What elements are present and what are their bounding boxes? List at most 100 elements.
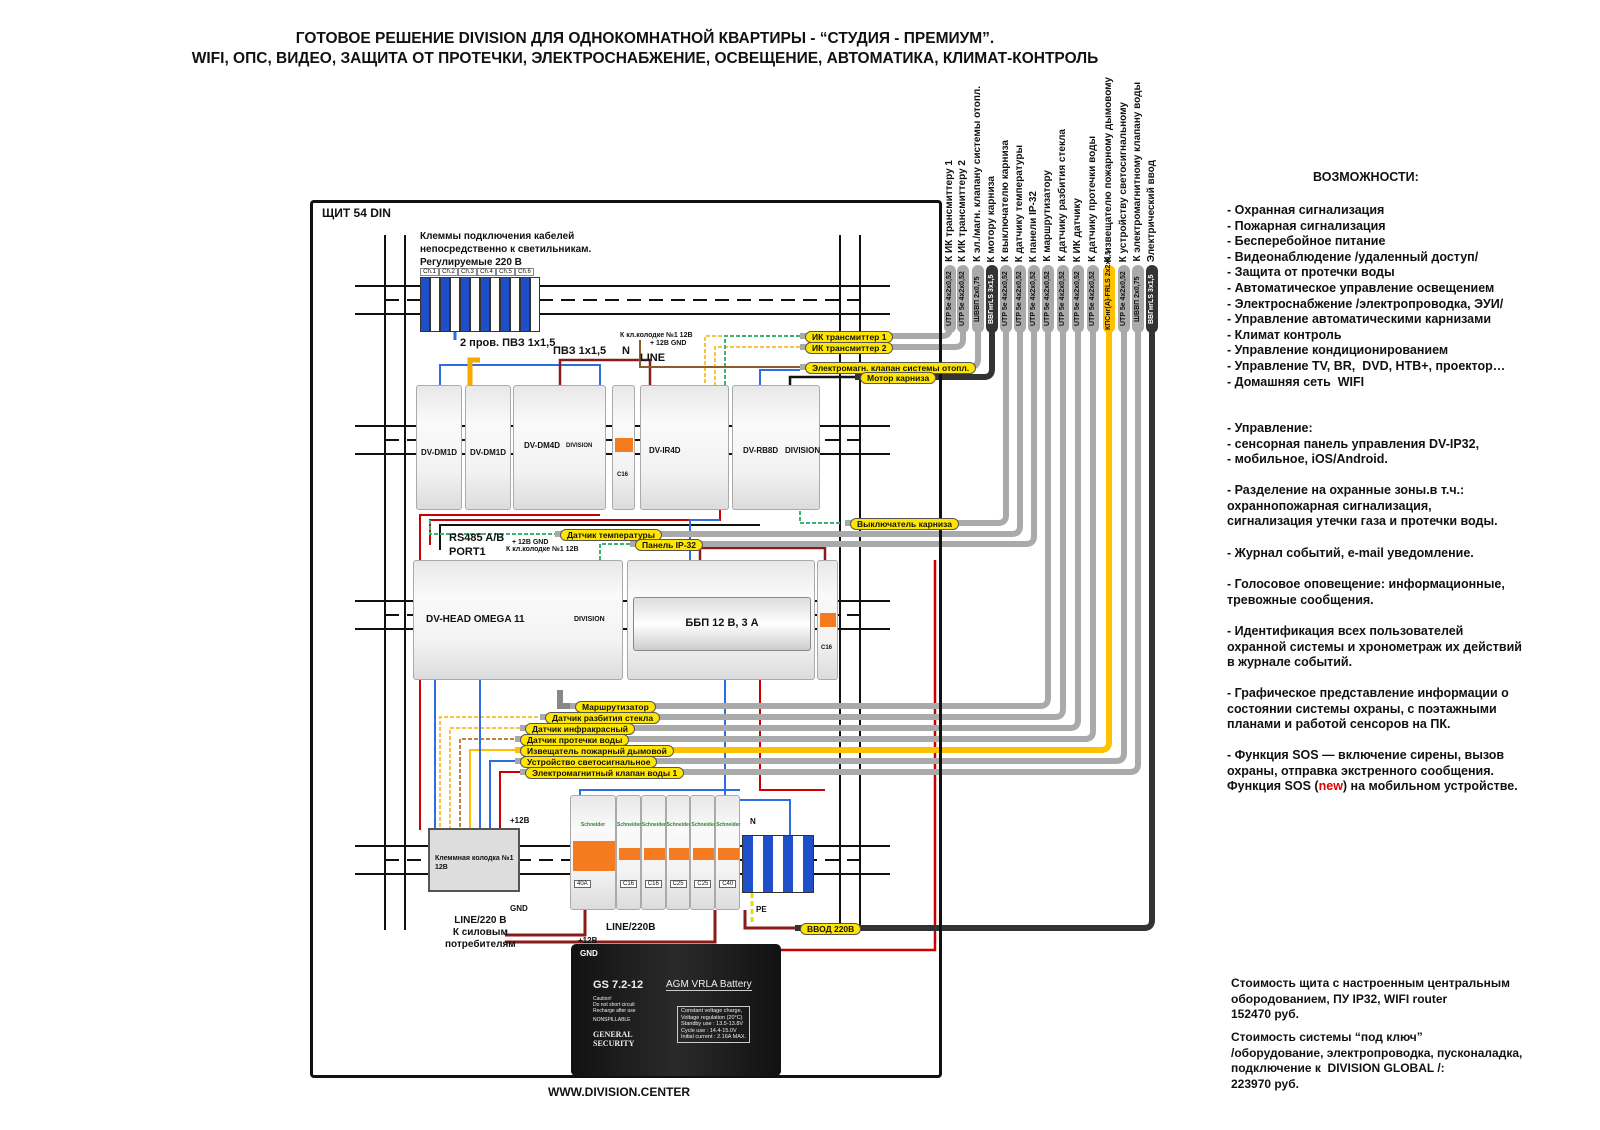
module-dm1d-a: DV-DM1D [416,385,462,510]
breaker-lever[interactable] [718,848,739,860]
wire [724,335,800,385]
price-panel: Стоимость щита с настроенным центральным… [1231,976,1510,1022]
battery-plus-label: +12В [578,936,598,945]
cable-spec: ВВГнгLS 3x1,5 [1146,265,1158,333]
cable-destination: К устройству светосигнальному [1118,101,1129,262]
features-graphic: - Графическое представление информации о… [1227,686,1509,732]
cable [540,330,1066,720]
breaker-rating: C40 [719,880,737,888]
rs485-label: RS485 A/B [449,532,505,544]
n-pe-bus [742,835,814,893]
brand-logo: DIVISION [566,443,593,449]
breaker-brand: Schneider [666,822,691,828]
wire [505,910,587,937]
wire [599,543,630,560]
port1-label: PORT1 [449,546,486,558]
wire [759,369,800,385]
battery-model: GS 7.2-12 [593,979,644,991]
breaker-lever[interactable] [668,848,690,860]
pv3-label: ПВЗ 1x1,5 [553,345,607,357]
cable-label: Мотор карниза [860,372,937,384]
cable-label: ВВОД 220В [800,923,862,935]
light-terminal [510,277,520,332]
cable-destination: К мотору карниза [986,175,997,262]
module-name: ББП 12 В, 3 А [685,617,759,629]
light-terminal [460,277,470,332]
module-ir4d: DV-IR4D [640,385,729,510]
breaker-lever[interactable] [619,848,640,860]
channel-label: Ch.5 [496,268,515,276]
breaker-lever[interactable] [693,848,715,860]
channel-label: Ch.1 [420,268,439,276]
module-name: DV-IR4D [649,446,681,455]
features-zones: - Разделение на охранные зоны.в т.ч.: ох… [1227,483,1498,529]
wire [743,910,800,930]
breaker-top: C16 [612,385,635,510]
cable-label: Электромагнитный клапан воды 1 [525,767,685,779]
breaker-lever[interactable] [820,613,836,627]
cable-spec: UTP 5e 4x2x0,52 [957,265,969,333]
breaker-brand: Schneider [641,822,666,828]
wire [505,910,717,944]
cable-destination: К ИК датчику [1072,197,1083,262]
breaker-rating: C16 [617,472,629,478]
terminals-note: Клеммы подключения кабелей непосредствен… [420,230,591,269]
cable-destination: К маршрутизатору [1042,170,1053,262]
plus12-gnd-mid: + 12В GND [512,539,549,546]
plus12-label: +12В [510,816,530,825]
channel-label: Ch.6 [515,268,534,276]
wire [489,760,515,830]
features-control: - Управление: - сенсорная панель управле… [1227,421,1480,467]
cable-destination: К эл./магн. клапану системы отопл. [972,86,983,262]
wire [788,375,870,385]
wire [558,358,652,385]
cable-spec: UTP 5e 4x2x0,52 [1087,265,1099,333]
terminals-note-line: Клеммы подключения кабелей [420,231,575,242]
features-ident: - Идентификация всех пользователей охран… [1227,624,1522,670]
features-voice: - Голосовое оповещение: информационные, … [1227,577,1505,607]
light-terminal [530,277,540,332]
cable-label: Датчик температуры [560,529,663,541]
cable-destination: К датчику разбития стекла [1057,129,1068,262]
wire [799,505,840,524]
cable-destination: К датчику температуры [1014,144,1025,262]
wire [639,340,800,368]
module-dm1d-b: DV-DM1D [465,385,511,510]
channel-label: Ch.3 [458,268,477,276]
channel-label: Ch.2 [439,268,458,276]
brand-logo: DIVISION [574,616,605,623]
light-terminal [500,277,510,332]
battery-gnd-label: GND [580,949,598,958]
title-line-2: WIFI, ОПС, ВИДЕО, ЗАЩИТА ОТ ПРОТЕЧКИ, ЭЛ… [191,50,1099,67]
wire [439,524,760,550]
module-name: DV-HEAD OMEGA 11 [426,614,525,625]
module-ups: ББП 12 В, 3 А [627,560,815,680]
breaker-rating: C16 [821,645,833,651]
wire [698,546,827,560]
cable [800,330,966,350]
cable-spec: UTP 5e 4x2x0,52 [1118,265,1130,333]
module-name: DV-RB8D [743,446,779,455]
breaker-lever[interactable] [643,848,665,860]
cable [515,330,1127,764]
new-badge: new [1318,779,1343,793]
cable-spec: UTP 5e 4x2x0,52 [1042,265,1054,333]
light-terminal [430,277,440,332]
cable-spec: UTP 5e 4x2x0,52 [944,265,956,333]
wire [459,738,520,830]
breaker-lever[interactable] [615,438,633,452]
breaker-lever[interactable] [573,841,615,871]
features-sos: - Функция SOS — включение сирены, вызов … [1227,748,1505,778]
battery-charge-info: Constant voltage charge,Voltage regulati… [677,1006,751,1043]
wire-note: 2 пров. ПВЗ 1x1,5 [460,337,556,349]
cable-spec: ШВВП 2x0,75 [1132,265,1144,333]
cable-destination: К извещателю пожарному дымовому [1103,76,1114,262]
